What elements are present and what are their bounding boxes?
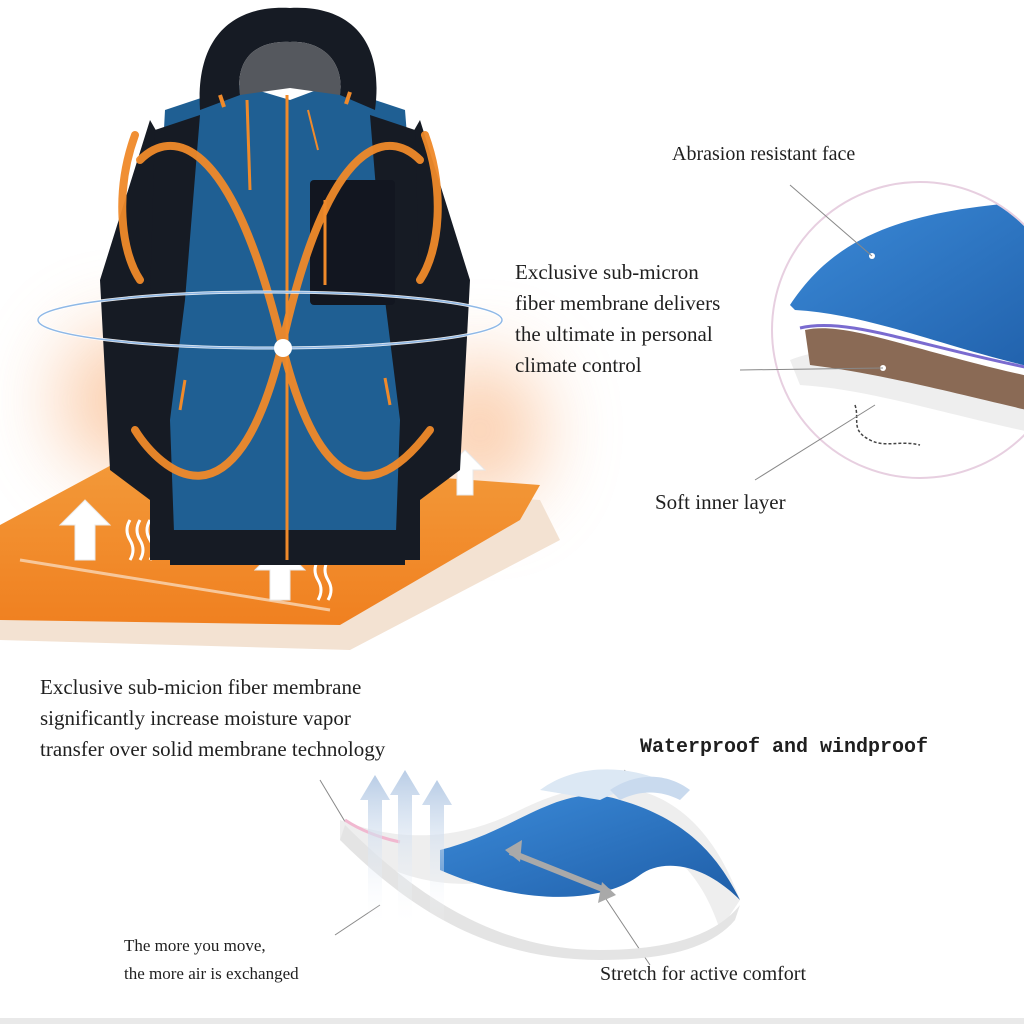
waterproof-label: Waterproof and windproof (640, 736, 929, 759)
stretch-label: Stretch for active comfort (600, 963, 807, 985)
abrasion-label: Abrasion resistant face (672, 143, 856, 165)
moisture-line: transfer over solid membrane technology (40, 737, 386, 761)
fabric-detail-circle (771, 181, 1024, 479)
membrane-text: Exclusive sub-micron fiber membrane deli… (515, 257, 720, 381)
air-line: the more air is exchanged (124, 964, 299, 983)
membrane-line: Exclusive sub-micron (515, 260, 699, 284)
moisture-line: significantly increase moisture vapor (40, 706, 351, 730)
moisture-line: Exclusive sub-micion fiber membrane (40, 675, 362, 699)
membrane-line: fiber membrane delivers (515, 291, 721, 315)
air-exchange-text: The more you move, the more air is excha… (124, 932, 299, 988)
membrane-line: the ultimate in personal (515, 322, 713, 346)
air-line: The more you move, (124, 936, 266, 955)
soft-inner-label: Soft inner layer (655, 490, 786, 514)
bottom-divider (0, 1018, 1024, 1024)
membrane-line: climate control (515, 353, 642, 377)
stretch-fabric (340, 769, 740, 960)
moisture-text: Exclusive sub-micion fiber membrane sign… (40, 672, 385, 765)
